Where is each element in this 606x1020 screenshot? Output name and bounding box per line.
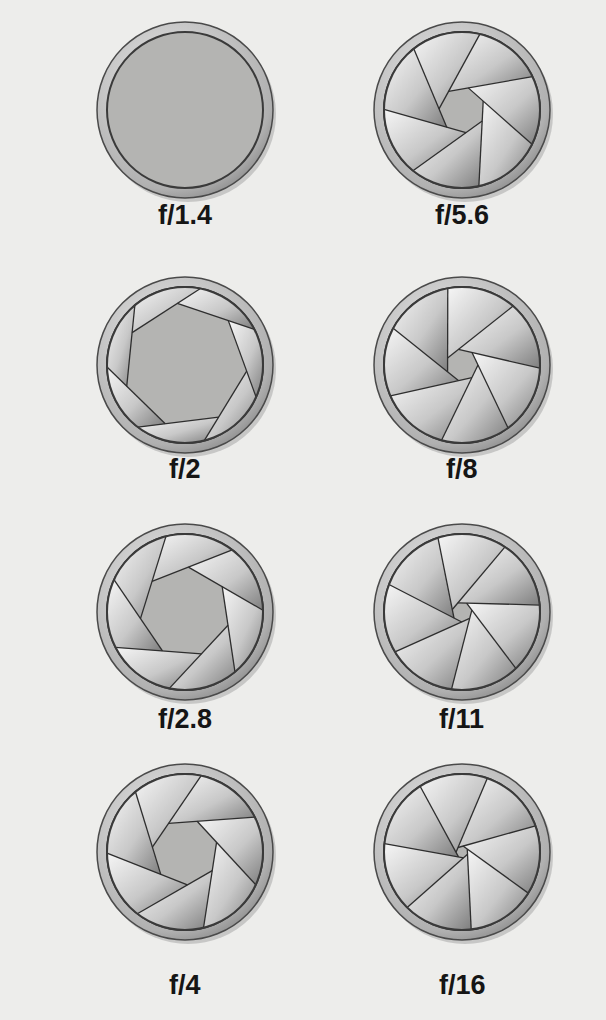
f-stop-label: f/16: [439, 972, 486, 999]
aperture-blade: [204, 371, 256, 440]
blade-edge: [468, 88, 532, 144]
blade-edge: [169, 625, 228, 688]
lens-opening: [107, 287, 263, 443]
f-stop-label: f/2.8: [158, 706, 212, 733]
f-stop-label: f/5.6: [435, 202, 489, 229]
blade-edge: [222, 587, 235, 672]
f-stop-label: f/8: [446, 456, 478, 483]
blade-edge: [467, 603, 516, 668]
blade-edge: [204, 371, 246, 440]
lens-ring: [97, 524, 273, 700]
aperture-blade: [107, 367, 165, 427]
aperture-blade: [458, 547, 540, 605]
aperture-blade: [107, 305, 135, 386]
lens-opening: [384, 534, 540, 690]
blade-edge: [138, 417, 219, 427]
lens-opening-rim: [384, 534, 540, 690]
blade-edge: [395, 618, 470, 652]
lens-ring: [97, 764, 273, 940]
blade-edge: [384, 844, 463, 858]
aperture-blade: [132, 287, 200, 333]
blade-edge: [132, 289, 200, 333]
blade-edge: [169, 817, 255, 823]
lens-opening-rim: [384, 287, 540, 443]
blade-edge: [127, 305, 135, 386]
lens-opening-rim: [384, 32, 540, 188]
f-stop-label: f/4: [169, 972, 201, 999]
lens-ring: [374, 764, 550, 940]
blade-edge: [452, 547, 505, 610]
blade-edge: [414, 49, 447, 128]
blade-edge: [451, 610, 471, 689]
blade-edge: [479, 101, 483, 186]
blade-edge: [115, 647, 201, 654]
blade-edge: [458, 826, 535, 848]
blade-edge: [204, 842, 217, 927]
blade-edge: [114, 580, 162, 651]
blade-edge: [448, 306, 513, 358]
lens-ring: [374, 22, 550, 198]
f-stop-label: f/1.4: [158, 202, 212, 229]
blade-edge: [177, 303, 254, 329]
lens-ring: [97, 22, 273, 198]
lens-opening: [384, 32, 540, 188]
lens-opening: [384, 287, 540, 443]
f-stop-label: f/2: [169, 456, 201, 483]
blade-edge: [442, 365, 478, 440]
blade-edge: [152, 776, 201, 847]
lens-opening: [107, 534, 263, 690]
aperture-blade: [467, 849, 528, 929]
aperture-blade: [458, 306, 540, 368]
blade-edge: [463, 846, 528, 893]
blade-edge: [438, 538, 454, 618]
blade-edge: [447, 288, 448, 372]
blade-edge: [420, 786, 458, 857]
blade-edge: [137, 871, 212, 914]
lens-ring: [374, 277, 550, 453]
lens-opening-rim: [107, 534, 263, 690]
aperture-blade: [177, 289, 254, 330]
lens-opening-rim: [384, 774, 540, 930]
lens-ring: [374, 524, 550, 700]
f-stop-label: f/11: [439, 706, 484, 733]
lens-opening-rim: [107, 774, 263, 930]
aperture-blade: [393, 288, 448, 372]
aperture-blade: [479, 101, 532, 186]
blade-edge: [449, 77, 533, 92]
aperture-blade: [390, 378, 472, 441]
aperture-blade: [407, 854, 471, 930]
blade-edge: [413, 121, 482, 171]
lens-opening: [107, 32, 263, 188]
blade-edge: [228, 321, 256, 397]
blade-edge: [384, 109, 466, 132]
lens-opening: [384, 774, 540, 930]
lens-ring: [97, 277, 273, 453]
blade-edge: [458, 349, 539, 368]
aperture-blade: [395, 618, 470, 689]
blade-edge: [458, 603, 540, 605]
blade-edge: [197, 821, 256, 884]
blade-edge: [152, 550, 232, 581]
blade-edge: [467, 849, 471, 929]
blade-edge: [393, 328, 458, 380]
blade-edge: [107, 367, 165, 424]
lens-opening: [107, 774, 263, 930]
blade-edge: [407, 854, 467, 907]
blade-edge: [135, 792, 160, 875]
aperture-blade: [169, 625, 235, 690]
blade-edge: [390, 378, 472, 396]
blade-edge: [439, 34, 480, 109]
lens-opening-rim: [107, 287, 263, 443]
blade-edge: [472, 353, 508, 428]
blade-edge: [107, 853, 187, 885]
